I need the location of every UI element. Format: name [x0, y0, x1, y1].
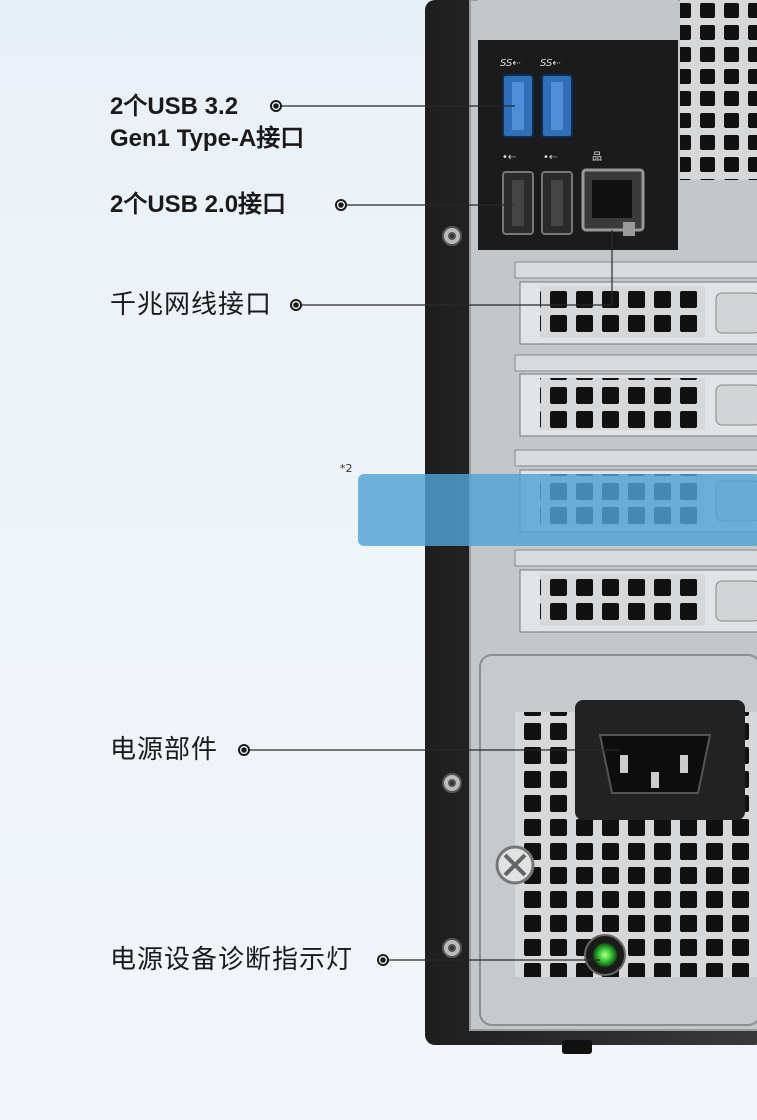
ethernet-label: 千兆网线接口 [110, 289, 273, 319]
footnote-mark: *2 [340, 462, 353, 475]
callout-dots [238, 100, 389, 966]
callout-lines [248, 105, 620, 961]
ethernet-icon [581, 168, 645, 236]
usb-icon [502, 171, 573, 235]
ss-usb-glyph-2: SS⇠ [540, 58, 561, 69]
usb20-label: 2个USB 2.0接口 [110, 191, 287, 218]
ss-usb-glyph-1: SS⇠ [500, 58, 521, 69]
led-icon [584, 934, 626, 976]
psu-diag-led-label: 电源设备诊断指示灯 [110, 944, 354, 974]
screw-icon [495, 845, 535, 885]
usb-icon [502, 74, 573, 138]
svg-text:•⇠: •⇠ [543, 152, 558, 163]
highlight-slot-overlay [358, 474, 757, 546]
power-supply [479, 654, 757, 1026]
svg-text:•⇠: •⇠ [502, 152, 517, 163]
usb32-label-line2: Gen1 Type-A接口 [110, 125, 305, 152]
screw-icon [442, 226, 462, 958]
power-socket-icon [598, 734, 712, 794]
svg-text:品: 品 [592, 151, 602, 163]
usb32-label-line1: 2个USB 3.2 [110, 93, 239, 120]
power-unit-label: 电源部件 [110, 734, 219, 764]
